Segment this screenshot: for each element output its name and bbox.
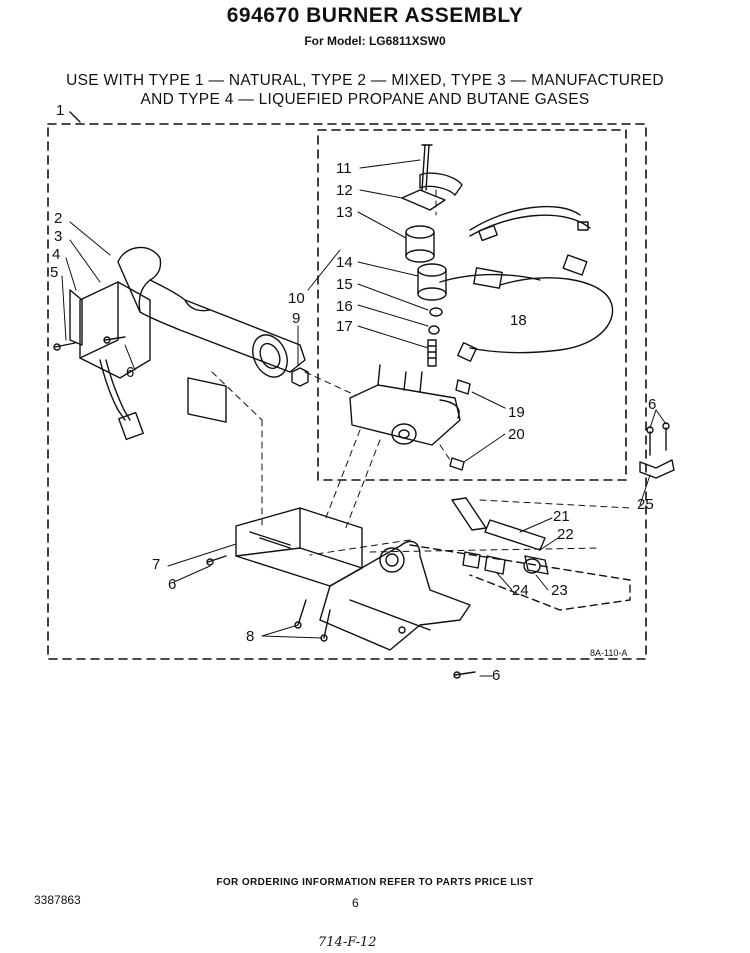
screw-6b [206,555,227,566]
model-subtitle: For Model: LG6811XSW0 [304,34,446,48]
ordering-note: FOR ORDERING INFORMATION REFER TO PARTS … [216,877,534,888]
leader-1 [69,111,81,123]
wire-harness-18 [439,205,614,363]
callout-4: 4 [52,246,61,263]
coil-13 [405,225,435,263]
mounting-bracket-7 [235,507,363,587]
callout-10: 10 [288,290,305,307]
screw-5 [53,342,76,351]
screw-6a [103,336,126,344]
callout-6-base: 6 [492,667,501,684]
plug-20 [449,457,465,471]
callout-5: 5 [50,264,59,281]
diagram-code: 8A-110-A [590,648,628,658]
leader-lines [61,159,667,677]
burner-tube [117,246,306,423]
callout-13: 13 [336,204,353,221]
gas-valve-body [349,364,461,446]
callout-7: 7 [152,556,161,573]
callout-6-bracket: 6 [168,576,177,593]
assembly-boundary [47,123,647,660]
washer-15 [429,307,443,317]
callout-2: 2 [54,210,63,227]
screw-6c [453,671,476,679]
clamp-25 [639,422,675,479]
clip-19 [455,379,471,395]
page-title: 694670 BURNER ASSEMBLY [226,4,524,27]
coil-bracket-12 [401,172,463,211]
nut-9 [291,367,309,387]
page-number: 6 [352,896,359,910]
callout-6-left: 6 [126,364,135,381]
orifice-23 [523,555,549,575]
base-bracket [319,540,471,651]
callout-12: 12 [336,182,353,199]
screw-8b [320,609,331,642]
callout-3: 3 [54,228,63,245]
handwritten-note: 714-F-12 [318,935,377,950]
valve-pin-11 [421,144,433,191]
callout-24: 24 [512,582,529,599]
gas-type-note-line2: AND TYPE 4 — LIQUEFIED PROPANE AND BUTAN… [140,91,590,108]
construction-lines [211,189,631,556]
callout-23: 23 [551,582,568,599]
callout-8: 8 [246,628,255,645]
callout-11: 11 [336,160,352,177]
callout-1: 1 [56,102,65,119]
document-number: 3387863 [34,893,81,907]
igniter-bracket [69,281,151,441]
coil-14 [417,263,447,301]
callout-6-clamp: 6 [648,396,657,413]
callout-21: 21 [553,508,570,525]
callout-9: 9 [292,310,301,327]
orifice-group-boundary [409,544,631,611]
callout-19: 19 [508,404,525,421]
plunger-17 [427,339,437,367]
callout-18: 18 [510,312,527,329]
spring-16 [428,325,440,335]
callout-14: 14 [336,254,353,271]
gas-type-note-line1: USE WITH TYPE 1 — NATURAL, TYPE 2 — MIXE… [66,72,664,89]
screw-8a [294,599,307,629]
callout-15: 15 [336,276,353,293]
callout-17: 17 [336,318,353,335]
callout-25: 25 [637,496,654,513]
valve-subassembly-boundary [317,129,627,481]
nut-24 [462,551,506,575]
callout-20: 20 [508,426,525,443]
callout-22: 22 [557,526,574,543]
orifice-tube-21 [451,497,546,551]
callout-16: 16 [336,298,353,315]
